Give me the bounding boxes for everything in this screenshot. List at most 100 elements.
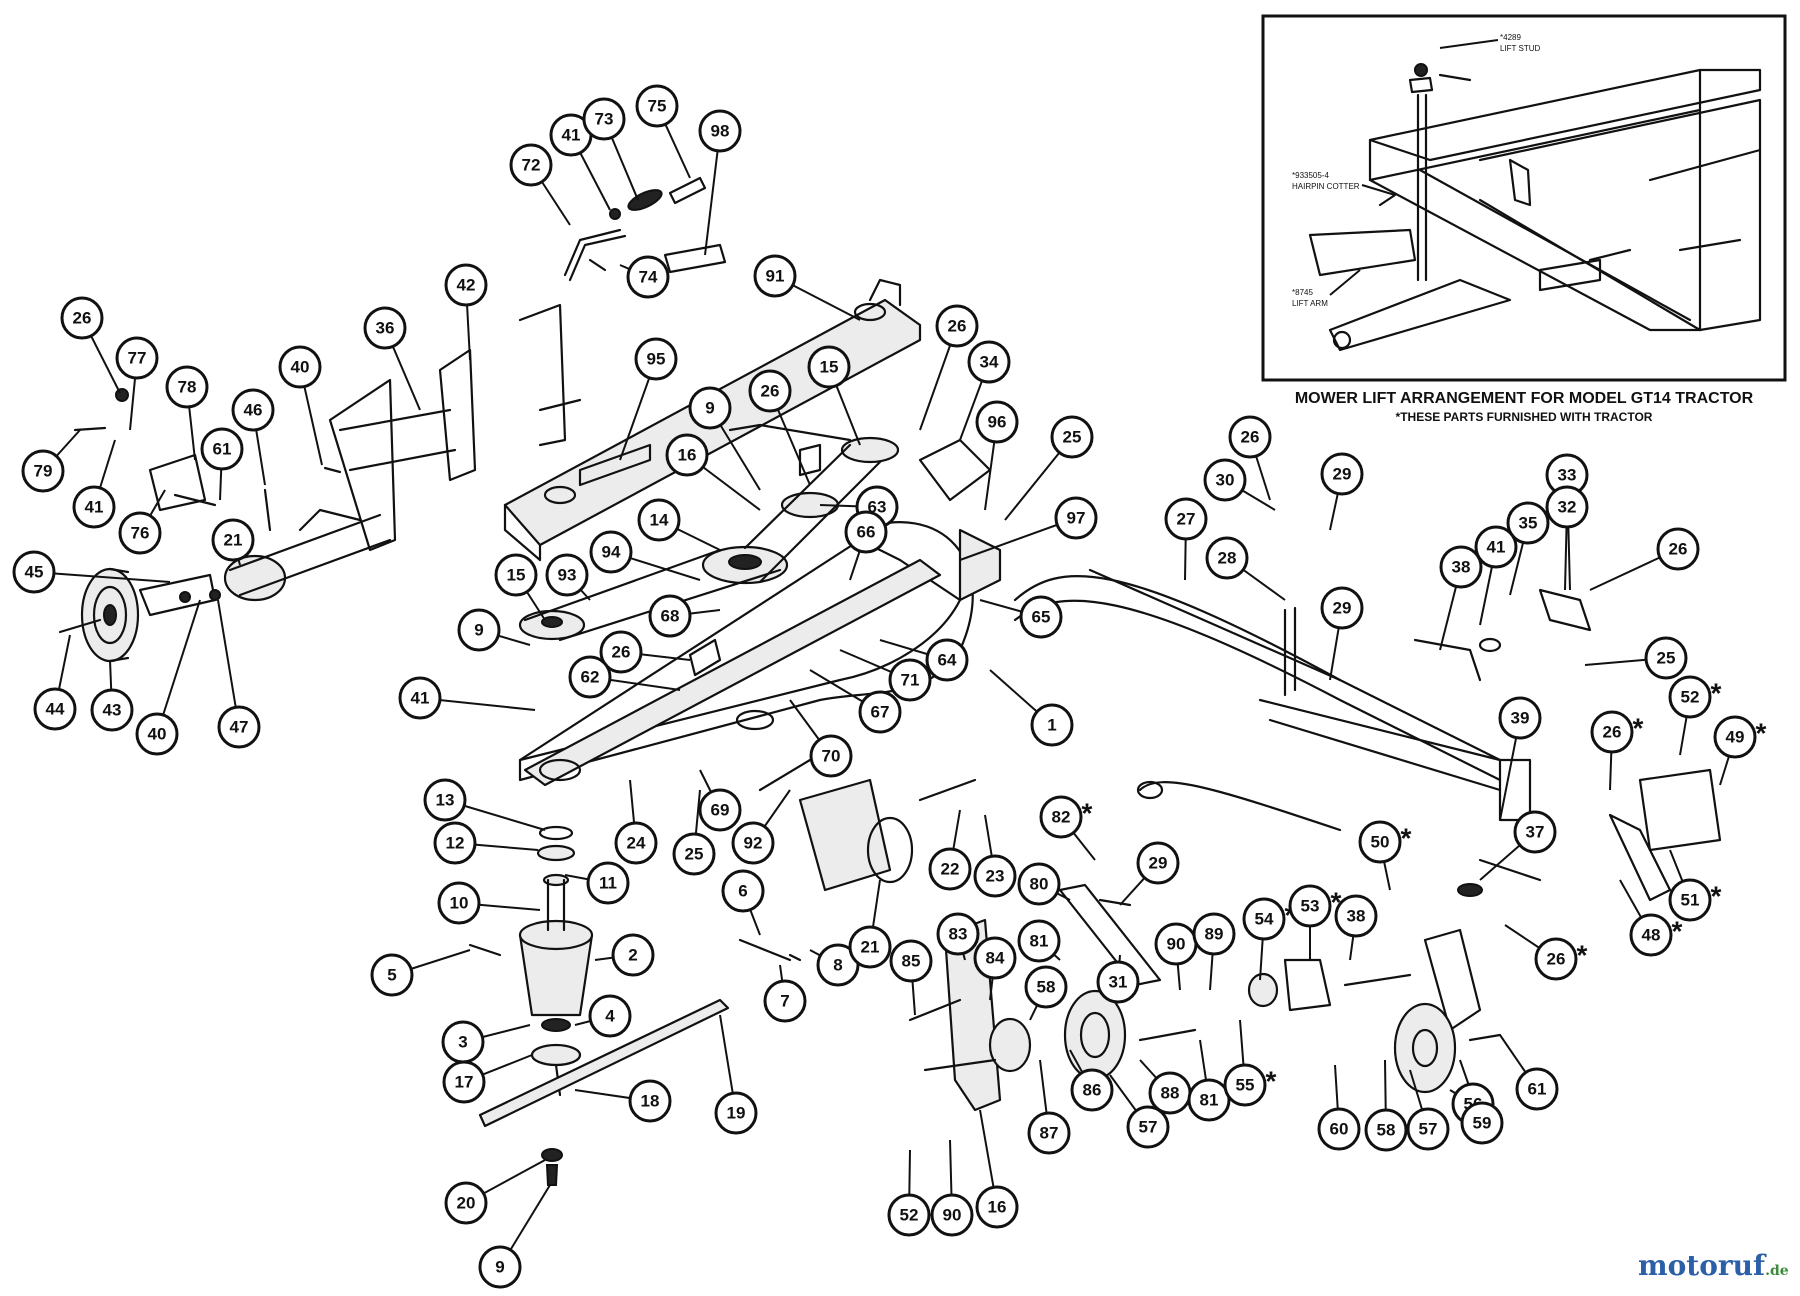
callout-c-48: 48*	[1629, 913, 1683, 957]
callout-number: 89	[1205, 925, 1224, 944]
callout-circle	[1039, 795, 1083, 839]
callout-number: 18	[641, 1092, 660, 1111]
callout-number: 58	[1037, 978, 1056, 997]
callout-number: 68	[661, 607, 680, 626]
callout-c-52a: 52	[887, 1193, 931, 1237]
callout-c-87: 87	[1027, 1111, 1071, 1155]
callout-circle	[1629, 913, 1673, 957]
callout-number: 73	[595, 110, 614, 129]
callout-circle	[1164, 497, 1208, 541]
callout-number: 46	[244, 401, 263, 420]
callout-circle	[858, 690, 902, 734]
callout-circle	[586, 861, 630, 905]
callout-c-37: 37	[1513, 810, 1557, 854]
callout-circle	[626, 255, 670, 299]
callout-number: 26	[1603, 723, 1622, 742]
callout-circle	[1070, 1068, 1114, 1112]
callout-circle	[888, 658, 932, 702]
callout-c-72: 72	[509, 143, 553, 187]
callout-circle	[672, 832, 716, 876]
callout-number: 90	[1167, 935, 1186, 954]
callout-number: 39	[1511, 709, 1530, 728]
callout-number: 3	[458, 1033, 467, 1052]
inset-panel: *4289 LIFT STUD *933505-4 HAIRPIN COTTER…	[1261, 14, 1787, 382]
callout-c-16a: 16	[665, 433, 709, 477]
star-mark: *	[1082, 798, 1093, 829]
callout-circle	[930, 1193, 974, 1237]
leader-c-45	[33, 571, 171, 583]
callout-circle	[611, 933, 655, 977]
callout-number: 26	[761, 382, 780, 401]
callout-circle	[1050, 415, 1094, 459]
callout-number: 87	[1040, 1124, 1059, 1143]
callout-c-38b: 38	[1439, 545, 1483, 589]
callout-c-26h: 26*	[1534, 937, 1588, 981]
callout-circle	[665, 433, 709, 477]
callout-circle	[1474, 525, 1518, 569]
inset-caption: MOWER LIFT ARRANGEMENT FOR MODEL GT14 TR…	[1295, 390, 1754, 407]
callout-number: 30	[1216, 471, 1235, 490]
star-mark: *	[1401, 823, 1412, 854]
callout-number: 14	[650, 511, 669, 530]
watermark: motoruf.de	[1638, 1249, 1789, 1282]
star-mark: *	[1266, 1066, 1277, 1097]
callout-circle	[714, 1091, 758, 1135]
callout-c-8: 8	[816, 943, 860, 987]
callout-circle	[1027, 1111, 1071, 1155]
callout-circle	[1506, 501, 1550, 545]
callout-number: 44	[46, 700, 65, 719]
callout-c-26d: 26	[599, 630, 643, 674]
callout-c-41c: 41	[398, 676, 442, 720]
callout-number: 19	[727, 1104, 746, 1123]
callout-c-34: 34	[967, 340, 1011, 384]
callout-c-38a: 38	[1334, 894, 1378, 938]
callout-number: 94	[602, 543, 621, 562]
callout-number: 57	[1139, 1118, 1158, 1137]
callout-circle	[1017, 919, 1061, 963]
callout-number: 58	[1377, 1121, 1396, 1140]
callout-c-89: 89	[1192, 912, 1236, 956]
lift-arrangement-drawing	[1308, 63, 1762, 352]
callout-c-82: 82*	[1039, 795, 1093, 839]
callout-number: 36	[376, 319, 395, 338]
callout-circle	[1288, 884, 1332, 928]
callout-number: 26	[1669, 540, 1688, 559]
callout-c-3: 3	[441, 1020, 485, 1064]
callout-c-1: 1	[1030, 703, 1074, 747]
callout-circle	[763, 979, 807, 1023]
callout-number: 33	[1558, 466, 1577, 485]
callout-c-2: 2	[611, 933, 655, 977]
hairpin-cotter-number: *933505-4	[1292, 171, 1329, 180]
callout-circle	[568, 655, 612, 699]
callout-c-95: 95	[634, 337, 678, 381]
mower-deck	[503, 278, 1002, 787]
callout-circle	[217, 705, 261, 749]
callout-c-86: 86	[1070, 1068, 1114, 1112]
callout-number: 10	[450, 894, 469, 913]
callout-c-41d: 41	[1474, 525, 1518, 569]
callout-number: 55	[1236, 1076, 1255, 1095]
callout-number: 25	[685, 845, 704, 864]
callout-c-81b: 81	[1187, 1078, 1231, 1122]
callout-c-93: 93	[545, 553, 589, 597]
callout-c-83: 83	[936, 912, 980, 956]
callout-circle	[1019, 595, 1063, 639]
callout-number: 20	[457, 1194, 476, 1213]
callout-circle	[21, 449, 65, 493]
callout-circle	[1096, 960, 1140, 1004]
callout-c-57b: 57	[1406, 1107, 1450, 1151]
callout-number: 37	[1526, 823, 1545, 842]
callout-c-92: 92	[731, 821, 775, 865]
star-mark: *	[1672, 916, 1683, 947]
callout-c-69: 69	[698, 788, 742, 832]
callout-c-12: 12	[433, 821, 477, 865]
callout-number: 97	[1067, 509, 1086, 528]
callout-number: 8	[833, 956, 842, 975]
callout-number: 98	[711, 122, 730, 141]
callout-number: 26	[948, 317, 967, 336]
callout-c-32: 32	[1545, 485, 1589, 529]
callout-number: 84	[986, 949, 1005, 968]
callout-number: 17	[455, 1073, 474, 1092]
callout-number: 53	[1301, 897, 1320, 916]
callout-number: 31	[1109, 973, 1128, 992]
